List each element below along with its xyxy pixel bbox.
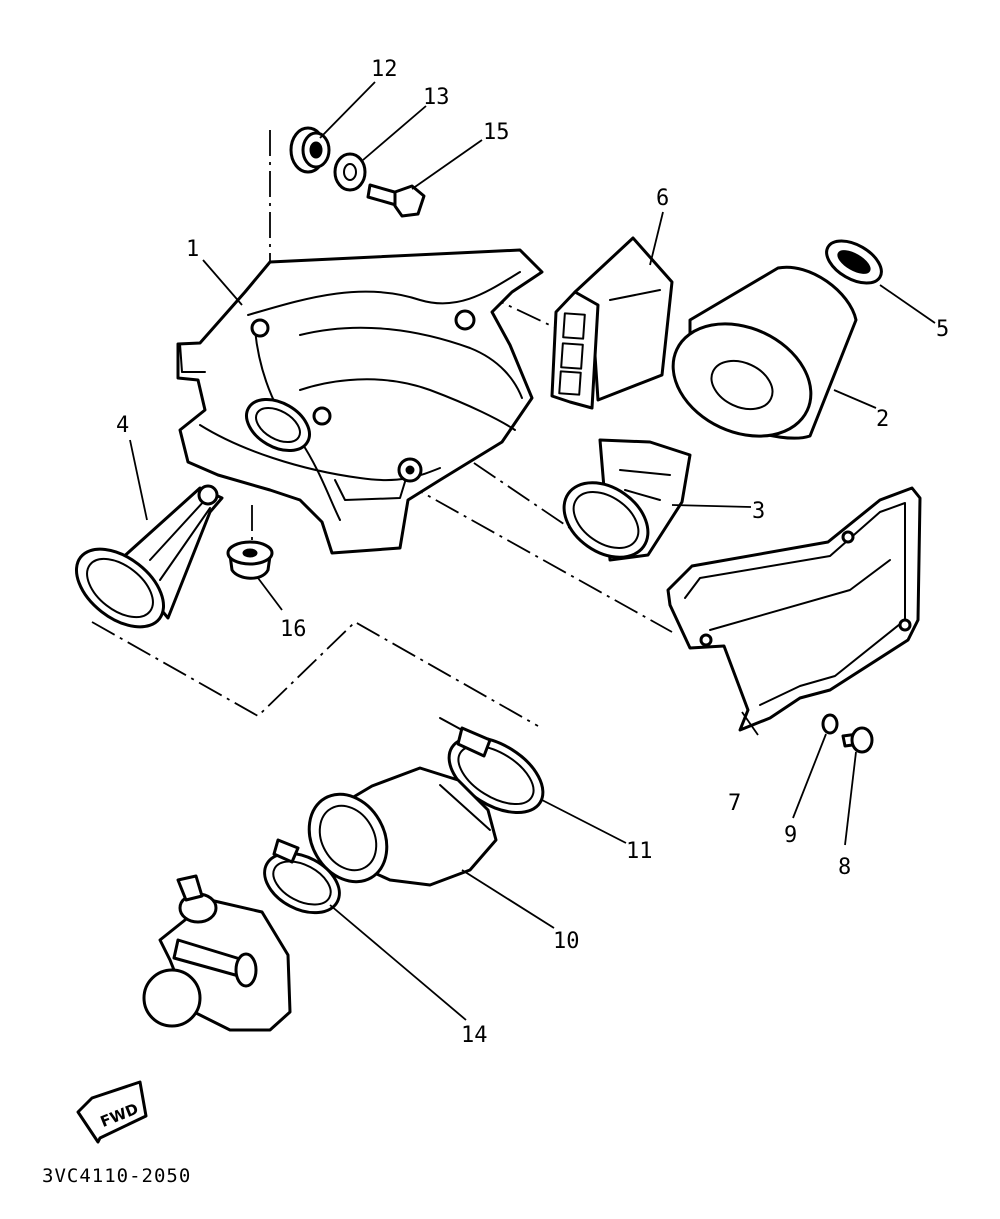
callouts: 1 2 3 4 5 6 7 8 9 10 11 12 13 14 15 16	[116, 57, 949, 1048]
grommet-12	[289, 126, 331, 174]
callout-5: 5	[936, 317, 949, 342]
intake-seal	[550, 236, 674, 410]
assembly-line-cover	[399, 479, 673, 633]
washer-9	[821, 713, 839, 735]
callout-2: 2	[876, 407, 889, 432]
carburetor-joint	[307, 766, 498, 887]
cap-16	[226, 540, 274, 580]
callout-15: 15	[483, 120, 510, 145]
case-cover	[666, 486, 922, 732]
diagram-part-code: 3VC4110-2050	[42, 1165, 191, 1187]
joint-guide	[74, 484, 224, 629]
assembly-lines	[91, 130, 673, 727]
callout-10: 10	[553, 929, 580, 954]
callout-16: 16	[280, 617, 307, 642]
assembly-line-joint	[91, 620, 539, 727]
filter-cap	[825, 239, 883, 285]
air-filter-case	[176, 248, 544, 555]
callout-14: 14	[461, 1023, 488, 1048]
screw-8	[841, 726, 874, 754]
assembly-line-guide	[439, 439, 581, 536]
callout-7: 7	[728, 791, 741, 816]
carburetor	[142, 874, 292, 1032]
leader-lines	[129, 81, 936, 1021]
callout-9: 9	[784, 823, 797, 848]
filter-guide	[562, 438, 692, 562]
callout-6: 6	[656, 186, 669, 211]
bolt-15	[366, 183, 426, 218]
callout-1: 1	[186, 237, 199, 262]
callout-3: 3	[752, 499, 765, 524]
callout-13: 13	[423, 85, 450, 110]
callout-8: 8	[838, 855, 851, 880]
callout-11: 11	[626, 839, 653, 864]
clamp-14	[263, 838, 341, 915]
callout-4: 4	[116, 413, 129, 438]
air-filter-element	[671, 265, 858, 440]
callout-12: 12	[371, 57, 398, 82]
fwd-arrow: FWD	[76, 1080, 148, 1144]
collar-13	[333, 152, 367, 192]
